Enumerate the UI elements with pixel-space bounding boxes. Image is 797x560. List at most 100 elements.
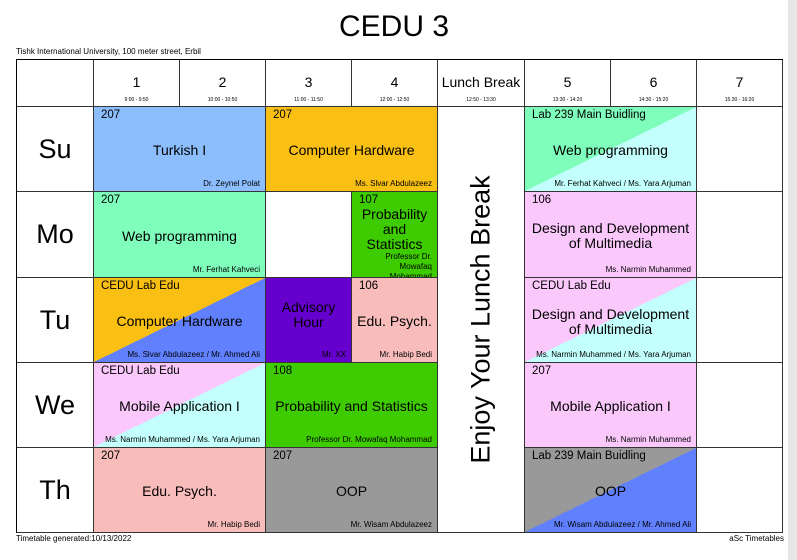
lesson-teacher: Mr. Wisam Abdulazeez [350, 520, 432, 529]
period-label: 5 [563, 74, 572, 90]
lesson-teacher: Mr. Ferhat Kahveci / Ms. Yara Arjuman [554, 179, 691, 188]
lunch-break-text: Enjoy Your Lunch Break [465, 175, 496, 464]
lesson-teacher: Ms. Narmin Muhammed [605, 435, 691, 444]
period-label: 6 [649, 74, 658, 90]
period-header: 7 15:30 - 16:20 [697, 60, 783, 107]
lesson-teacher: Ms. Narmin Muhammed [605, 265, 691, 274]
period-time: 15:30 - 16:20 [724, 97, 755, 103]
period-label: 2 [218, 74, 227, 90]
lesson-room: Lab 239 Main Buidling [532, 450, 646, 462]
period-time: 11:00 - 11:50 [294, 97, 323, 103]
lesson-room: 207 [101, 450, 121, 462]
corner-cell [17, 60, 94, 107]
period-header: 6 14:30 - 15:20 [611, 60, 697, 107]
period-header: 1 9:00 - 9:50 [94, 60, 180, 107]
period-time: 14:30 - 15:20 [638, 97, 669, 103]
lesson-teacher: Ms. Slvar Abdulazeez / Mr. Ahmed Ali [127, 350, 260, 359]
lesson-subject: OOP [594, 483, 627, 499]
lesson-subject: Web programming [122, 227, 237, 244]
timetable-grid: 1 9:00 - 9:50 2 10:00 - 10:50 3 11:00 - 11:50… [16, 59, 783, 533]
lunch-break-column: Enjoy Your Lunch Break [438, 107, 525, 533]
period-label: 3 [304, 74, 313, 90]
empty-slot [697, 278, 783, 363]
lesson-subject: Turkish I [152, 142, 207, 158]
period-label: Lunch Break [441, 74, 521, 90]
period-time: 12:00 - 12:50 [379, 97, 410, 103]
period-time: 12:50 - 13:30 [466, 97, 496, 103]
day-label: Mo [17, 192, 94, 278]
lesson-room: CEDU Lab Edu [532, 280, 611, 292]
period-time: 9:00 - 9:50 [124, 97, 149, 103]
lesson-room: 106 [532, 194, 552, 206]
empty-slot [697, 448, 783, 533]
lesson-subject: Probability and Statistics [275, 398, 428, 414]
lesson-room: CEDU Lab Edu [101, 280, 180, 292]
brand-label: aSc Timetables [729, 534, 784, 543]
lesson-subject: Computer Hardware [288, 142, 415, 158]
lesson-teacher: Ms. Narmin Muhammed / Ms. Yara Arjuman [536, 350, 691, 359]
lesson-teacher: Dr. Zeynel Polat [203, 179, 260, 188]
generated-date: Timetable generated:10/13/2022 [16, 534, 132, 543]
day-label: Su [17, 107, 94, 192]
period-label: 4 [390, 74, 399, 90]
lesson-room: 207 [101, 109, 121, 121]
lesson-teacher: Ms. Slvar Abdulazeez [355, 179, 432, 188]
period-header: Lunch Break 12:50 - 13:30 [438, 60, 525, 107]
period-time: 10:00 - 10:50 [207, 97, 238, 103]
lesson-teacher: Mr. Habip Bedi [379, 350, 432, 359]
period-label: 7 [735, 74, 744, 90]
empty-slot [697, 363, 783, 448]
period-header: 4 12:00 - 12:50 [352, 60, 438, 107]
lesson-teacher: Professor Dr. Mowafaq Mohammad [385, 252, 432, 278]
lesson-room: 207 [273, 109, 293, 121]
lesson-subject: Edu. Psych. [142, 483, 217, 499]
lesson-room: 207 [273, 450, 293, 462]
day-label: Th [17, 448, 94, 533]
empty-slot [266, 192, 352, 278]
lesson-subject: Design and Development of Multimedia [531, 220, 690, 251]
lesson-subject: Mobile Application I [119, 398, 240, 414]
lesson-teacher: Mr. XX [321, 350, 346, 359]
lesson-room: CEDU Lab Edu [101, 365, 180, 377]
lesson-subject: Advisory Hour [281, 299, 336, 330]
lesson-teacher: Ms. Narmin Muhammed / Ms. Yara Arjuman [105, 435, 260, 444]
lesson-room: 107 [359, 194, 379, 206]
lesson-subject: OOP [335, 483, 368, 499]
lesson-room: 106 [359, 280, 379, 292]
lesson-subject: Edu. Psych. [357, 313, 432, 329]
lesson-room: 108 [273, 365, 293, 377]
empty-slot [697, 107, 783, 192]
lesson-subject: Mobile Application I [550, 398, 671, 414]
empty-slot [697, 192, 783, 278]
lesson-teacher: Mr. Wisam Abdulazeez / Mr. Ahmed Ali [554, 520, 691, 529]
period-label: 1 [132, 74, 141, 90]
page-scrollbar-edge [788, 0, 797, 560]
timetable-title: CEDU 3 [338, 10, 450, 43]
lesson-teacher: Mr. Habip Bedi [207, 520, 260, 529]
lesson-teacher: Mr. Ferhat Kahveci [192, 265, 260, 274]
lesson-teacher: Professor Dr. Mowafaq Mohammad [306, 435, 432, 444]
lesson-room: Lab 239 Main Buidling [532, 109, 646, 121]
lesson-room: 207 [101, 194, 121, 206]
day-label: We [17, 363, 94, 448]
period-header: 3 11:00 - 11:50 [266, 60, 352, 107]
lesson-subject: Design and Development of Multimedia [531, 305, 690, 337]
lesson-subject: Probability and Statistics [361, 206, 428, 252]
